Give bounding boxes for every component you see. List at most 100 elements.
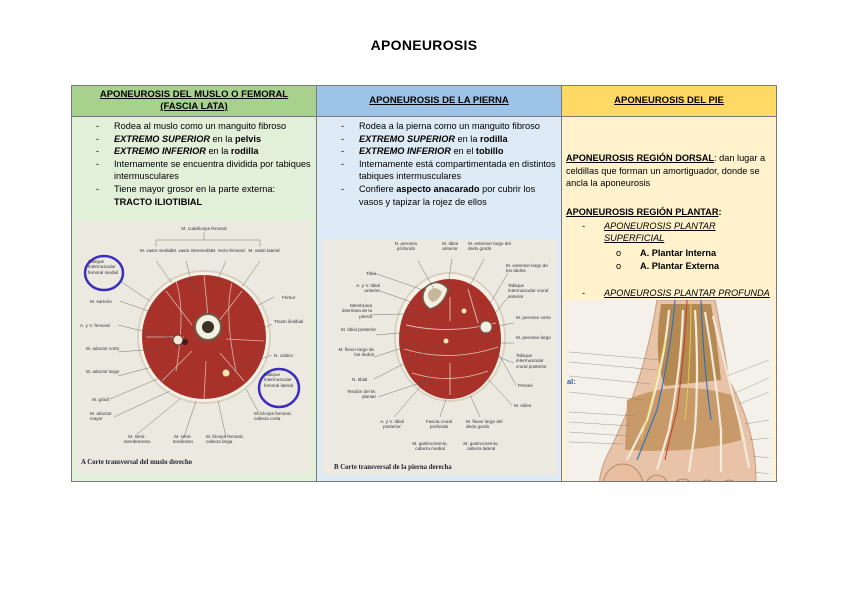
lbl-biceps-corta: M. bíceps femoral, cabeza corta (254, 411, 292, 422)
lbl-aductor-largo: M. aductor largo (86, 369, 120, 374)
bullet-item: EXTREMO SUPERIOR en la pelvis (94, 133, 312, 146)
header-pie-text: APONEUROSIS DEL PIE (614, 95, 724, 106)
lbl-extensor-largo-dedos: M. extensor largo de los dedos (506, 263, 548, 274)
bullet-text: Confiere (359, 183, 397, 194)
bullet-text: rodilla (230, 146, 259, 157)
bullet-item: EXTREMO INFERIOR en la rodilla (94, 145, 312, 158)
lbl-vasto-medial: M. vasto medial (140, 248, 172, 253)
bullet-item: Tiene mayor grosor en la parte externa: … (94, 183, 312, 208)
lbl-flexor-largo-dedos: M. flexor largo de los dedos (338, 347, 375, 358)
muslo-bullet-list: Rodea al muslo como un manguito fibrosoE… (94, 120, 312, 208)
lbl-tibial-anterior: M. tibial anterior (442, 241, 458, 252)
lbl-tabique-crural-anterior: Tabique intermuscular crural anterior (508, 283, 549, 299)
lbl-vasos-tibial-anterior: A. y V. tibial anterior (356, 283, 380, 294)
bullet-text: EXTREMO INFERIOR (359, 146, 451, 157)
lbl-femur: Fémur (282, 295, 296, 300)
bullet-text: en la (454, 133, 481, 144)
bullet-text: Tiene mayor grosor en la parte externa: (114, 183, 276, 194)
bullet-item: Rodea al muslo como un manguito fibroso (94, 120, 312, 133)
lbl-tabique-lateral: Tabique intermuscular femoral lateral (264, 372, 294, 388)
muslo-cell: Rodea al muslo como un manguito fibrosoE… (72, 117, 317, 481)
page-title: APONEUROSIS (370, 37, 478, 53)
lbl-peroneo-profundo: N. peroneo profundo (394, 241, 418, 252)
pierna-bullet-list: Rodea a la pierna como un manguito fibro… (339, 120, 557, 208)
lbl-vasto-intermedio: M. vasto intermedio (172, 248, 213, 253)
bullet-text: Rodea a la pierna como un manguito fibro… (359, 121, 540, 131)
header-muslo-line1: APONEUROSIS DEL MUSLO O FEMORAL (99, 89, 289, 100)
leg-figure-caption: B Corte transversal de la pierna derecha (334, 464, 452, 471)
lbl-n-tibial: N. tibial (352, 377, 367, 382)
plantar-superficial: -APONEUROSIS PLANTAR SUPERFICIAL (582, 221, 716, 243)
bullet-text: en la (205, 146, 231, 157)
foot-dorsal-dissection-figure: al: (565, 300, 773, 481)
bullet-text: aspecto anacarado (396, 183, 480, 194)
superficial-item-2-text: A. Plantar Externa (640, 261, 720, 271)
bullet-text: por cubrir los vasos y tapizar la rojez … (359, 183, 536, 207)
lbl-tabique-medial: Tabique intermuscular femoral medial (88, 259, 119, 275)
bullet-text: en el (450, 146, 476, 157)
lbl-soleo: M. sóleo (514, 403, 532, 408)
lbl-extensor-largo-dedo-gordo: M. extensor largo del dedo gordo (468, 241, 511, 252)
bullet-text: tobillo (475, 146, 504, 157)
lbl-tibia: Tibia (366, 271, 376, 276)
lbl-aductor-corto: M. aductor corto (86, 346, 120, 351)
bullet-item: Rodea a la pierna como un manguito fibro… (339, 120, 557, 133)
leg-cross-section-figure: N. peroneo profundo M. tibial anterior M… (322, 239, 557, 475)
lbl-semimembranoso: M. semi-membranoso (123, 434, 151, 445)
lbl-membrana-interosea: Membrana interósea de la pierna (341, 303, 372, 319)
lbl-tracto: Tracto iliotibial (274, 319, 304, 324)
lbl-vasto-lateral: M. vasto lateral (248, 248, 279, 253)
bullet-text: Internamente está compartimentada en dis… (359, 158, 556, 182)
bullet-item: Internamente se encuentra dividida por t… (94, 158, 312, 183)
annotation-circle-medial (83, 254, 125, 292)
lbl-aductor-mayor: M. aductor mayor (90, 411, 112, 422)
lbl-vasos-tibial-posterior: A. y V. tibial posterior (380, 419, 404, 430)
lbl-peroneo-corto: M. peroneo corto (516, 315, 551, 320)
header-pierna-text: APONEUROSIS DE LA PIERNA (369, 95, 509, 106)
aponeurosis-table: APONEUROSIS DEL MUSLO O FEMORAL(FASCIA L… (71, 85, 777, 482)
foot-dissection-svg: al: (565, 300, 773, 481)
superficial-item-1-text: A. Plantar Interna (640, 248, 717, 258)
lbl-cuadriceps: M. cuádriceps femoral (181, 226, 226, 231)
lbl-tibial-posterior: M. tibial posterior (341, 327, 376, 332)
lbl-tabique-crural-posterior: Tabique intermuscular crural posterior (516, 353, 547, 369)
lbl-gastrocnemio-medial: M. gastrocnemio, cabeza medial (412, 441, 448, 452)
thigh-figure-caption: A Corte transversal del muslo derecho (81, 459, 193, 466)
bullet-item: EXTREMO INFERIOR en el tobillo (339, 145, 557, 158)
pie-cell: APONEUROSIS REGIÓN DORSAL: dan lugar a c… (562, 117, 776, 481)
bullet-text: TRACTO ILIOTIBIAL (114, 196, 203, 207)
lbl-recto-femoral: M. recto femoral (211, 248, 244, 253)
lbl-ciatico: N. ciático (274, 353, 293, 358)
bullet-text: EXTREMO SUPERIOR (114, 133, 210, 144)
lbl-biceps-larga: M. bíceps femoral, cabeza larga (206, 434, 244, 445)
bullet-text: Rodea al muslo como un manguito fibroso (114, 121, 287, 131)
thigh-cross-section-svg: M. cuádriceps femoral M. vasto medial M.… (76, 221, 311, 473)
lbl-fascia-crural: Fascia crural profunda (425, 419, 453, 430)
plantar-profunda-text: APONEUROSIS PLANTAR PROFUNDA (604, 288, 770, 298)
bullet-item: EXTREMO SUPERIOR en la rodilla (339, 133, 557, 146)
bullet-text: EXTREMO SUPERIOR (359, 133, 455, 144)
dorsal-text: : dan lugar a celdillas que forman un am… (566, 153, 766, 189)
bullet-item: Confiere aspecto anacarado por cubrir lo… (339, 183, 557, 208)
dorsal-paragraph: APONEUROSIS REGIÓN DORSAL: dan lugar a c… (566, 152, 774, 190)
leg-cross-section-svg: N. peroneo profundo M. tibial anterior M… (322, 239, 557, 475)
dorsal-title: APONEUROSIS REGIÓN DORSAL (566, 153, 715, 163)
lbl-semitendinoso: M. semi-tendinoso (173, 434, 193, 445)
bullet-text: en la (209, 133, 236, 144)
lbl-flexor-largo-dedo-gordo: M. flexor largo del dedo gordo (466, 419, 503, 430)
lbl-perone: Peroné (518, 383, 533, 388)
bullet-text: Internamente se encuentra dividida por t… (114, 158, 311, 182)
annotation-circle-lateral (257, 367, 301, 409)
plantar-colon: : (718, 207, 722, 217)
thigh-cross-section-figure: M. cuádriceps femoral M. vasto medial M.… (76, 221, 311, 473)
header-pie: APONEUROSIS DEL PIE (562, 86, 776, 117)
lbl-peroneo-largo: M. peroneo largo (516, 335, 551, 340)
bullet-text: EXTREMO INFERIOR (114, 146, 206, 157)
header-pierna: APONEUROSIS DE LA PIERNA (317, 86, 562, 117)
bullet-text: rodilla (480, 133, 508, 144)
foot-figure-tag: al: (567, 377, 576, 386)
pierna-cell: Rodea a la pierna como un manguito fibro… (317, 117, 562, 481)
lbl-vasos-femorales: A. y V. femoral (80, 323, 110, 328)
